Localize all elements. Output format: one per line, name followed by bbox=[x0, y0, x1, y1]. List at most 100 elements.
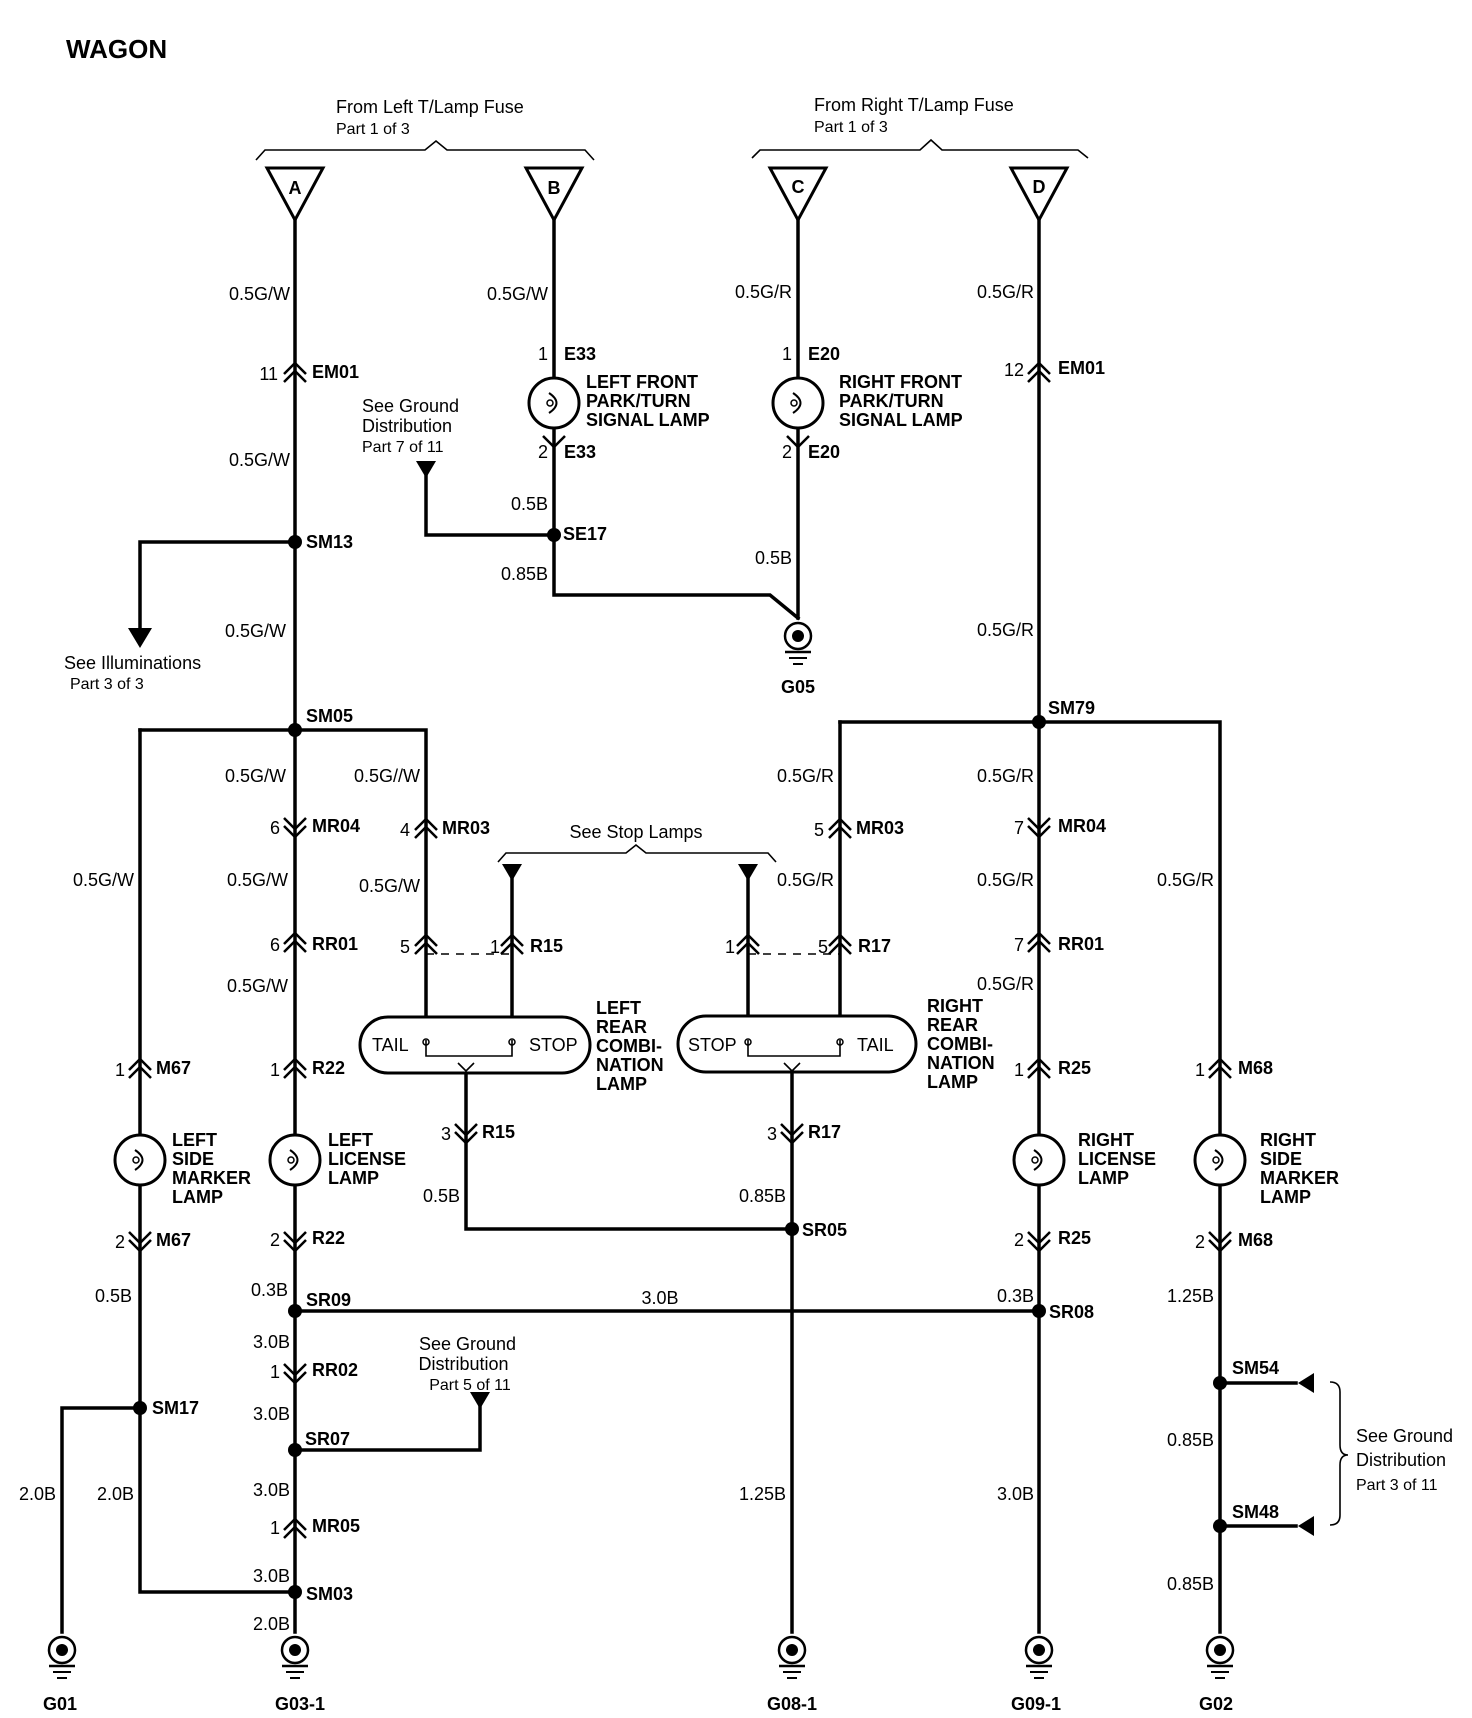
wire-sm17l: 2.0B bbox=[19, 1484, 56, 1504]
wire-r15l: 0.5G/W bbox=[359, 876, 420, 896]
fuse-right-part: Part 1 of 3 bbox=[814, 119, 888, 136]
wire-c1: 0.5G/R bbox=[735, 282, 792, 302]
reference-notes: See Ground Distribution Part 7 of 11 See… bbox=[64, 396, 1458, 1526]
wire-b1: 0.5G/W bbox=[487, 284, 548, 304]
arrow-heads bbox=[128, 461, 1314, 1536]
ground-label-g09-1: G09-1 bbox=[1011, 1694, 1061, 1714]
l-side-marker-label: LEFT SIDE MARKER LAMP bbox=[172, 1130, 256, 1207]
ref-ground-3: See Ground Distribution Part 3 of 11 bbox=[1356, 1426, 1458, 1494]
pin-r15-c: 3 bbox=[441, 1124, 451, 1144]
ground-label-g05: G05 bbox=[781, 677, 815, 697]
pin-e33-b: 2 bbox=[538, 442, 548, 462]
fuse-right-brace bbox=[751, 138, 1089, 159]
conn-r22-b: R22 bbox=[312, 1228, 345, 1248]
r-license-bulb bbox=[1012, 1133, 1066, 1187]
wire-sm17r: 2.0B bbox=[97, 1484, 134, 1504]
fuse-left-part: Part 1 of 3 bbox=[336, 121, 410, 138]
conn-mr03-r: MR03 bbox=[856, 818, 904, 838]
l-license-bulb bbox=[268, 1133, 322, 1187]
conn-e20-b: E20 bbox=[808, 442, 840, 462]
r-license-label: RIGHT LICENSE LAMP bbox=[1078, 1130, 1161, 1188]
wire-r17r: 0.5G/R bbox=[777, 870, 834, 890]
wire-sr09: 3.0B bbox=[253, 1332, 290, 1352]
wire-sidel: 0.5G/W bbox=[73, 870, 134, 890]
ground-g01 bbox=[47, 1635, 77, 1680]
lamp-labels: LEFT FRONT PARK/TURN SIGNAL LAMP RIGHT F… bbox=[172, 372, 1339, 1207]
left-rear-combination-lamp: TAIL STOP bbox=[358, 1015, 592, 1075]
splice-sr05: SR05 bbox=[802, 1220, 847, 1240]
pin-rr01-r: 7 bbox=[1014, 935, 1024, 955]
ground-g09-1 bbox=[1024, 1635, 1054, 1680]
pin-e20-a: 1 bbox=[782, 344, 792, 364]
splice-sr09: SR09 bbox=[306, 1290, 351, 1310]
conn-r15-b: R15 bbox=[530, 936, 563, 956]
ground-label-g03-1: G03-1 bbox=[275, 1694, 325, 1714]
splice-sm05: SM05 bbox=[306, 706, 353, 726]
wire-d2: 0.5G/R bbox=[977, 620, 1034, 640]
conn-r17-c: R17 bbox=[808, 1122, 841, 1142]
splice-sr07: SR07 bbox=[305, 1429, 350, 1449]
pin-m68-a: 1 bbox=[1195, 1060, 1205, 1080]
pin-r25-b: 2 bbox=[1014, 1230, 1024, 1250]
wire-r17b: 0.85B bbox=[739, 1186, 786, 1206]
ground-g08-1 bbox=[777, 1635, 807, 1680]
conn-mr03-l: MR03 bbox=[442, 818, 490, 838]
wire-bus: 3.0B bbox=[641, 1288, 678, 1308]
wire-d5: 0.5G/R bbox=[977, 974, 1034, 994]
pin-mr05: 1 bbox=[270, 1518, 280, 1538]
conn-m68-a: M68 bbox=[1238, 1058, 1273, 1078]
conn-m67-a: M67 bbox=[156, 1058, 191, 1078]
wire-m68b: 1.25B bbox=[1167, 1286, 1214, 1306]
wire-a3: 0.5G/W bbox=[225, 621, 286, 641]
splice-sm03: SM03 bbox=[306, 1584, 353, 1604]
conn-mr05: MR05 bbox=[312, 1516, 360, 1536]
conn-rr01-l: RR01 bbox=[312, 934, 358, 954]
wire-b3: 0.85B bbox=[501, 564, 548, 584]
conn-e33-a: E33 bbox=[564, 344, 596, 364]
splice-se17: SE17 bbox=[563, 524, 607, 544]
pin-r22-a: 1 bbox=[270, 1060, 280, 1080]
wire-mr05b: 3.0B bbox=[253, 1566, 290, 1586]
fuse-left-label: From Left T/Lamp Fuse bbox=[336, 97, 524, 117]
ground-g05 bbox=[783, 621, 813, 666]
splice-sm79: SM79 bbox=[1048, 698, 1095, 718]
conn-r15-c: R15 bbox=[482, 1122, 515, 1142]
rf-turn-lamp-bulb bbox=[771, 376, 825, 430]
page-title: WAGON bbox=[66, 34, 167, 64]
splice-sm17: SM17 bbox=[152, 1398, 199, 1418]
wire-g08: 1.25B bbox=[739, 1484, 786, 1504]
pin-rr02: 1 bbox=[270, 1362, 280, 1382]
wires bbox=[60, 218, 1298, 1634]
wire-m67b: 0.5B bbox=[95, 1286, 132, 1306]
pin-r17-a: 1 bbox=[725, 937, 735, 957]
wire-d3: 0.5G/R bbox=[977, 766, 1034, 786]
conn-m67-b: M67 bbox=[156, 1230, 191, 1250]
fuse-right-label: From Right T/Lamp Fuse bbox=[814, 95, 1014, 115]
ground-label-g01: G01 bbox=[43, 1694, 77, 1714]
wire-sm54: 0.85B bbox=[1167, 1430, 1214, 1450]
input-a-label: A bbox=[289, 178, 302, 198]
connector-names: EM01 EM01 E33 E33 E20 E20 MR04 MR03 MR03… bbox=[156, 344, 1273, 1536]
wire-labels: 0.5G/W 0.5G/W 0.5G/W 0.5G/W 0.5G/W 0.5G/… bbox=[19, 282, 1214, 1634]
pin-em01-r: 12 bbox=[1004, 360, 1024, 380]
pin-mr04-r: 7 bbox=[1014, 818, 1024, 838]
wire-sider: 0.5G/R bbox=[1157, 870, 1214, 890]
wire-sr07: 3.0B bbox=[253, 1480, 290, 1500]
pin-mr03-r: 5 bbox=[814, 820, 824, 840]
input-d: D bbox=[1008, 166, 1070, 224]
conn-r22-a: R22 bbox=[312, 1058, 345, 1078]
conn-rr02: RR02 bbox=[312, 1360, 358, 1380]
right-rear-stop-label: STOP bbox=[688, 1035, 737, 1055]
ground3-brace bbox=[1329, 1381, 1349, 1526]
conn-r17-b: R17 bbox=[858, 936, 891, 956]
input-d-label: D bbox=[1033, 177, 1046, 197]
wire-a5: 0.5G/W bbox=[227, 870, 288, 890]
wire-sm03: 2.0B bbox=[253, 1614, 290, 1634]
wire-rr02: 3.0B bbox=[253, 1404, 290, 1424]
pin-mr03-l: 4 bbox=[400, 820, 410, 840]
pin-r25-a: 1 bbox=[1014, 1060, 1024, 1080]
input-a: A bbox=[264, 166, 326, 224]
conn-mr04-l: MR04 bbox=[312, 816, 360, 836]
wire-r22b: 0.3B bbox=[251, 1280, 288, 1300]
